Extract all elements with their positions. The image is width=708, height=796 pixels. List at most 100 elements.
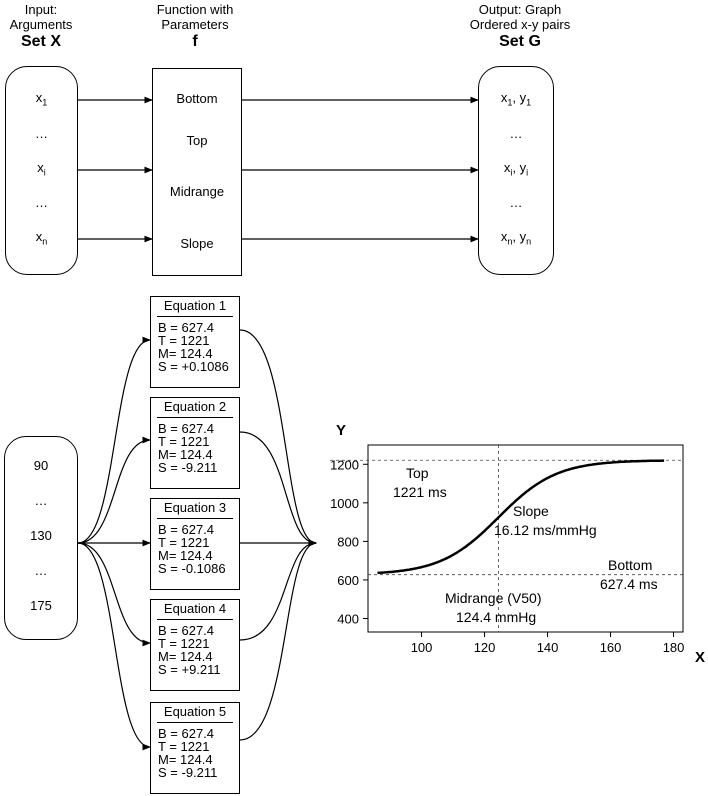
- set-g-item-y-subscript: n: [526, 236, 532, 247]
- set-g-item-y: y: [519, 160, 527, 175]
- equation-parameter: M= 124.4: [158, 752, 213, 767]
- f-title: f: [192, 33, 198, 50]
- x-tick-label: 100: [411, 640, 433, 655]
- input-value: 90: [33, 458, 49, 473]
- set-g-header: Output: Graph Ordered x-y pairs Set G: [460, 2, 580, 51]
- set-g-item: x1, y1: [478, 90, 554, 108]
- set-g-item-separator: ,: [512, 160, 520, 175]
- set-g-caption-line-1: Output: Graph: [478, 2, 562, 17]
- equation-parameter: S = -0.1086: [158, 561, 226, 576]
- y-tick-label: 1000: [330, 496, 359, 511]
- equation-parameter: S = +9.211: [158, 662, 221, 677]
- x-tick-label: 180: [663, 640, 685, 655]
- set-x-header: Input: Arguments Set X: [0, 2, 82, 51]
- fan-from-equation-2: [239, 431, 317, 547]
- set-x-item-base: …: [35, 195, 48, 210]
- function-parameter: Top: [186, 133, 208, 148]
- fan-to-equation-4: [77, 542, 151, 647]
- input-value: …: [34, 493, 48, 508]
- set-x-item-subscript: i: [43, 167, 46, 178]
- set-g-caption-line-2: Ordered x-y pairs: [469, 17, 571, 32]
- set-g-item-x: x: [500, 90, 508, 105]
- set-g-item-x: …: [509, 126, 523, 141]
- set-g-item: xi, yi: [478, 160, 554, 178]
- set-g-item: …: [478, 126, 554, 141]
- equation-parameter: M= 124.4: [158, 447, 213, 462]
- equation-title: Equation 2: [157, 398, 233, 418]
- equation-title: Equation 4: [157, 600, 233, 620]
- set-x-item-base: x: [35, 229, 43, 244]
- set-g-item-y: y: [519, 90, 527, 105]
- set-x-item-subscript: n: [42, 236, 48, 247]
- midrange-annotation-value: 124.4 mmHg: [456, 609, 536, 625]
- function-parameter: Slope: [180, 236, 214, 251]
- set-g-item-x-subscript: i: [510, 167, 513, 178]
- x-tick-label: 120: [474, 640, 496, 655]
- set-x-item: …: [5, 126, 78, 141]
- set-g-item-x: …: [509, 195, 523, 210]
- input-value: 175: [30, 598, 52, 613]
- set-g-item: xn, yn: [478, 229, 554, 247]
- equation-title: Equation 5: [157, 703, 233, 723]
- equation-parameter: T = 1221: [158, 434, 210, 449]
- fan-from-equation-4: [239, 539, 317, 641]
- set-g-item-x-subscript: n: [507, 236, 513, 247]
- set-x-item-base: x: [35, 90, 43, 105]
- equation-parameter: B = 627.4: [158, 726, 215, 741]
- y-tick-label: 600: [337, 573, 359, 588]
- equation-parameter: B = 627.4: [158, 320, 215, 335]
- set-x-item: xi: [5, 160, 78, 178]
- set-x-caption-line-2: Arguments: [9, 17, 73, 32]
- set-x-item: xn: [5, 229, 78, 247]
- set-x-item-base: x: [37, 160, 44, 175]
- equation-parameter: T = 1221: [158, 333, 210, 348]
- set-g-item-y: y: [519, 229, 527, 244]
- equation-parameter: T = 1221: [158, 636, 210, 651]
- f-caption-line-1: Function with: [156, 2, 234, 17]
- set-x-item-subscript: 1: [42, 97, 48, 108]
- y-axis-label: Y: [336, 422, 346, 439]
- equation-parameter: T = 1221: [158, 535, 210, 550]
- equation-parameter: S = -9.211: [158, 460, 218, 475]
- f-header: Function with Parameters f: [140, 2, 250, 51]
- set-g-item-x-subscript: 1: [507, 97, 513, 108]
- equation-parameter: T = 1221: [158, 739, 210, 754]
- set-g-item: …: [478, 195, 554, 210]
- fan-to-equation-5: [77, 542, 151, 751]
- fan-to-equation-2: [77, 436, 151, 544]
- function-box: [152, 68, 242, 276]
- input-value: 130: [30, 528, 52, 543]
- equation-parameter: B = 627.4: [158, 522, 215, 537]
- set-g-item-separator: ,: [512, 229, 520, 244]
- bottom-annotation-value: 627.4 ms: [600, 576, 658, 592]
- top-annotation-value: 1221 ms: [393, 484, 447, 500]
- slope-annotation-label: Slope: [513, 503, 549, 519]
- x-axis-label: X: [695, 649, 705, 666]
- x-tick-label: 160: [600, 640, 622, 655]
- top-annotation-label: Top: [406, 465, 429, 481]
- set-x-caption-line-1: Input:: [24, 2, 58, 17]
- y-tick-label: 800: [337, 534, 359, 549]
- f-caption-line-2: Parameters: [161, 17, 229, 32]
- equation-parameter: M= 124.4: [158, 649, 213, 664]
- equation-title: Equation 1: [157, 297, 233, 317]
- equation-parameter: S = +0.1086: [158, 359, 229, 374]
- midrange-annotation-label: Midrange (V50): [445, 590, 542, 606]
- input-values-box: [4, 436, 78, 640]
- set-g-item-separator: ,: [512, 90, 520, 105]
- function-parameter: Bottom: [176, 91, 218, 106]
- x-tick-label: 140: [537, 640, 559, 655]
- equation-parameter: M= 124.4: [158, 346, 213, 361]
- y-tick-label: 400: [337, 612, 359, 627]
- plot-frame: [367, 444, 684, 633]
- set-g-title: Set G: [499, 33, 541, 50]
- equation-parameter: B = 627.4: [158, 623, 215, 638]
- fan-from-equation-5: [239, 539, 317, 741]
- equation-parameter: M= 124.4: [158, 548, 213, 563]
